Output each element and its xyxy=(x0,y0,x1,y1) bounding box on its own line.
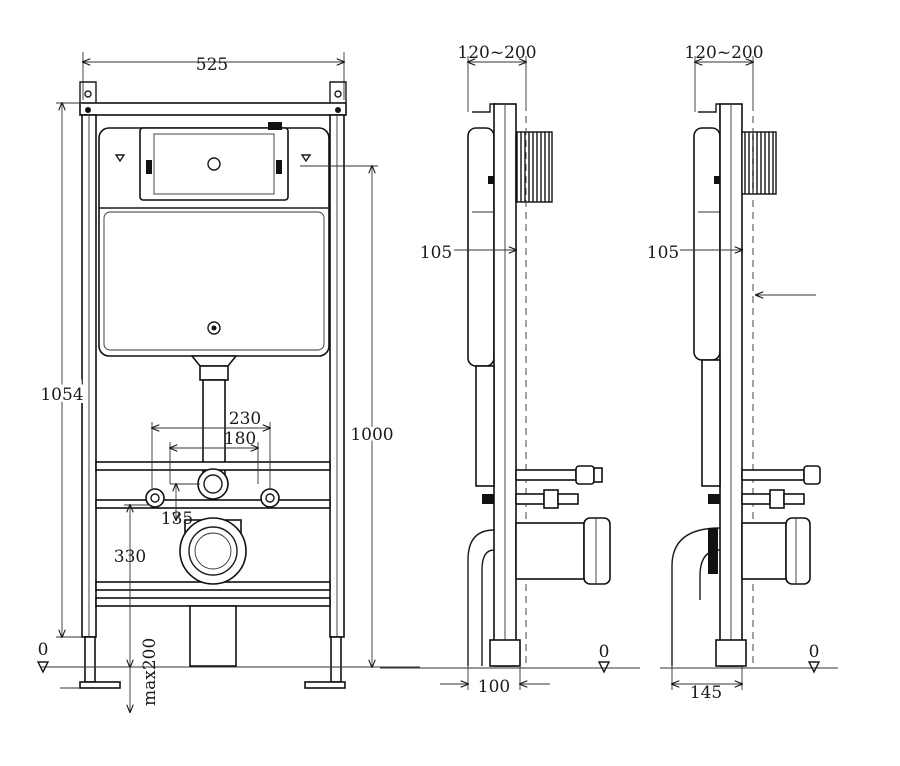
flush-button-icon xyxy=(207,157,221,171)
depth-range-label-a: 120~200 xyxy=(457,43,536,63)
top-rail xyxy=(79,102,347,116)
pipe-spacing-outer-label: 230 xyxy=(229,409,261,429)
height-frame-label: 1000 xyxy=(350,425,393,445)
pipe-inlet xyxy=(197,468,229,500)
flex-hose-a xyxy=(515,131,553,203)
depth-range-label-b: 120~200 xyxy=(684,43,763,63)
rod-hole-right xyxy=(260,488,280,508)
base-depth-label-a: 100 xyxy=(478,677,510,697)
base-depth-label-b: 145 xyxy=(690,683,722,703)
inlet-offset-label: 135 xyxy=(161,509,193,529)
zero-label-front: 0 xyxy=(38,640,49,660)
side-view-b: 120~200 105 145 0 xyxy=(647,43,838,703)
wc-pipe-a xyxy=(515,522,585,580)
flush-pipe xyxy=(202,379,226,476)
cistern-side-b xyxy=(693,127,721,361)
pipe-spacing-inner-label: 180 xyxy=(224,429,256,449)
cistern-offset-label-b: 105 xyxy=(647,243,679,263)
zero-label-a: 0 xyxy=(599,642,610,662)
cistern-offset-label-a: 105 xyxy=(420,243,452,263)
zero-label-b: 0 xyxy=(809,642,820,662)
side-view-a: 120~200 105 100 0 xyxy=(380,43,640,697)
rod-hole-left xyxy=(145,488,165,508)
cistern-side xyxy=(467,127,495,367)
leg-extension-label: max200 xyxy=(140,638,160,706)
width-label: 525 xyxy=(196,55,228,75)
wc-pipe-b xyxy=(741,522,787,580)
front-view: 525 230 180 135 330 0 1054 1000 max200 xyxy=(36,52,420,712)
flex-hose-b xyxy=(741,131,777,195)
outlet-height-label: 330 xyxy=(114,547,146,567)
flush-plate-opening xyxy=(139,127,289,201)
height-total-label: 1054 xyxy=(40,385,83,405)
ground-mark-icon xyxy=(36,661,50,674)
